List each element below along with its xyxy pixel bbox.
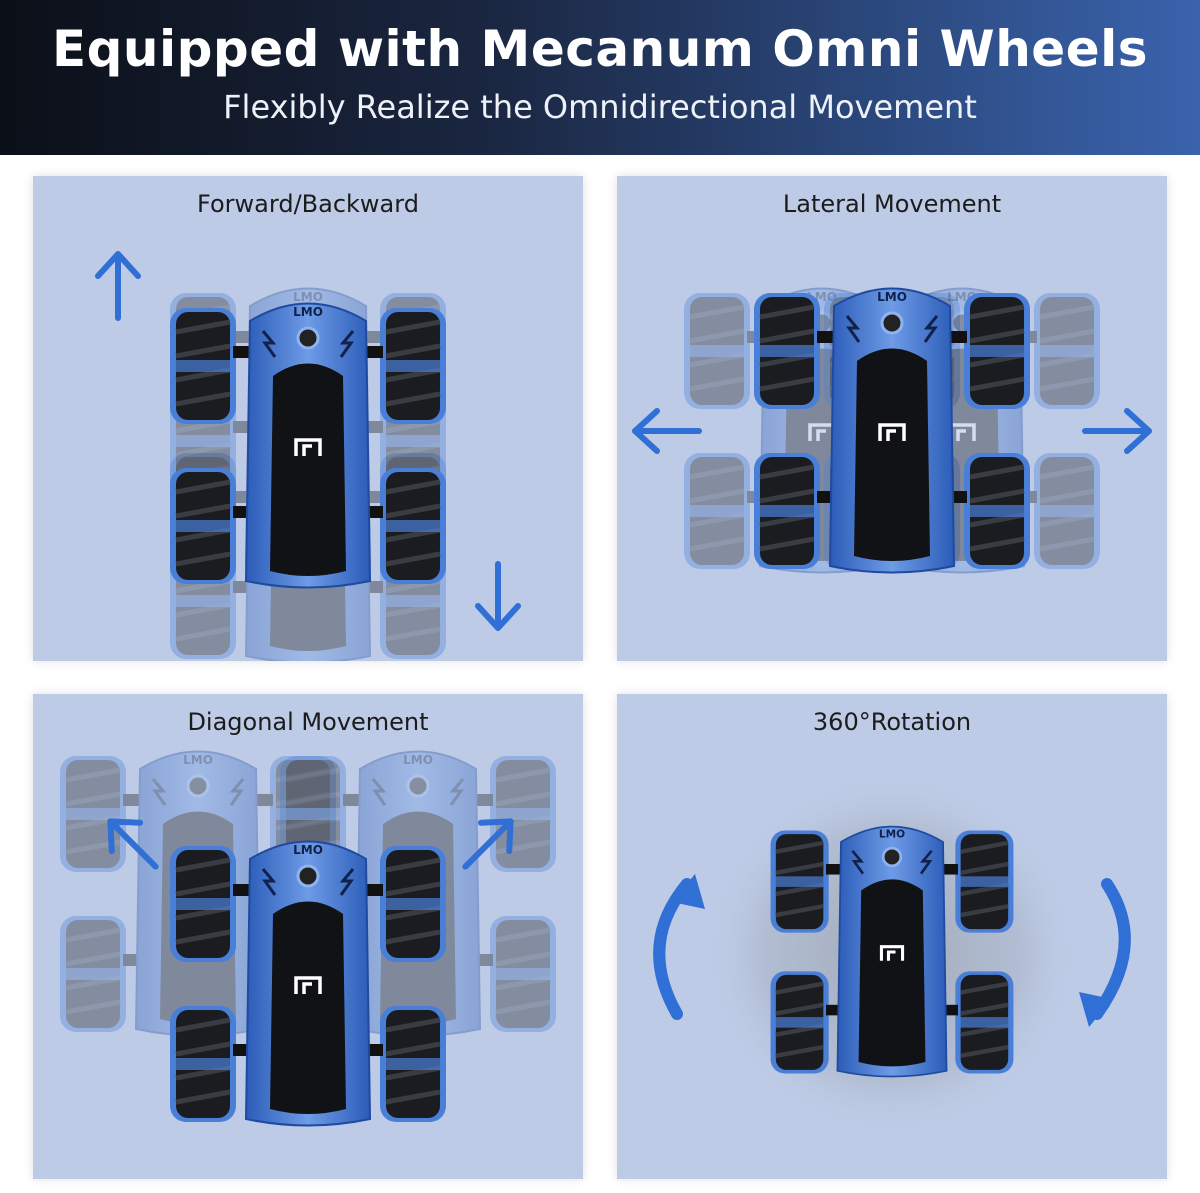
panel-diagonal-movement: Diagonal Movement xyxy=(33,694,583,1179)
car-forward-backward-illustration xyxy=(33,176,583,661)
rotate-arrow-right-icon xyxy=(1091,878,1131,1020)
car-lateral-illustration xyxy=(617,176,1167,661)
panel-title: 360°Rotation xyxy=(812,708,972,736)
panel-title: Diagonal Movement xyxy=(187,708,429,736)
panel-lateral-movement: Lateral Movement xyxy=(617,176,1167,661)
panel-360-rotation: 360°Rotation xyxy=(617,694,1167,1179)
panel-forward-backward: Forward/Backward xyxy=(33,176,583,661)
car-diagonal-illustration xyxy=(33,694,583,1179)
arrow-down-icon xyxy=(478,564,518,628)
banner-title: Equipped with Mecanum Omni Wheels xyxy=(51,20,1149,78)
panel-title: Lateral Movement xyxy=(782,190,1002,218)
banner-header: Equipped with Mecanum Omni Wheels Flexib… xyxy=(0,0,1200,155)
arrow-right-icon xyxy=(1085,411,1149,451)
arrow-up-icon xyxy=(98,254,138,318)
panel-title: Forward/Backward xyxy=(197,190,419,218)
banner-subtitle: Flexibly Realize the Omnidirectional Mov… xyxy=(223,88,977,126)
car-rotation-illustration xyxy=(653,774,1131,1134)
arrow-left-icon xyxy=(635,411,699,451)
